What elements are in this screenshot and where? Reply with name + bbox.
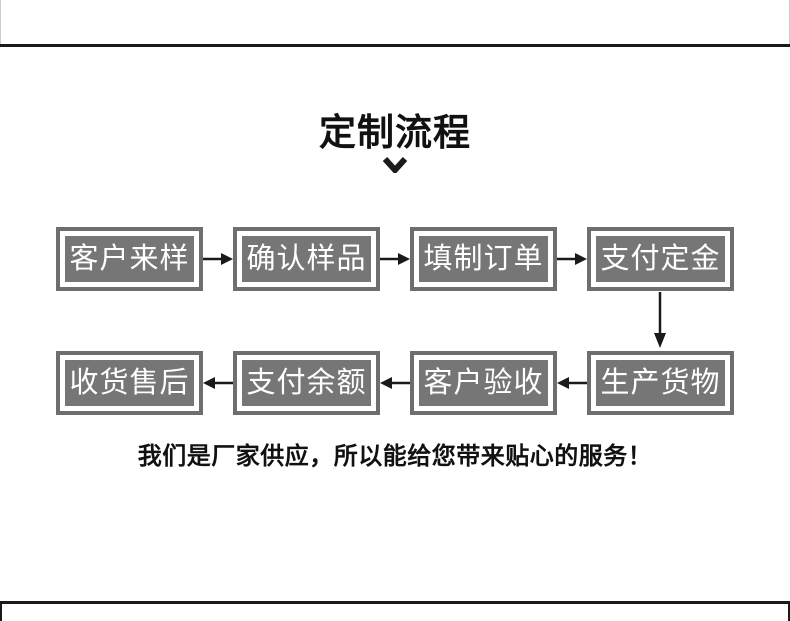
chevron-down-icon bbox=[0, 157, 790, 175]
arrow-right-icon bbox=[557, 253, 587, 265]
next-section-edge bbox=[0, 601, 790, 621]
process-step-box: 收货售后 bbox=[56, 351, 203, 415]
process-step-label: 收货售后 bbox=[65, 360, 194, 406]
process-step-box: 确认样品 bbox=[233, 227, 380, 291]
process-step-box: 客户来样 bbox=[56, 227, 203, 291]
flow-connector-row bbox=[56, 291, 734, 351]
process-step-box: 生产货物 bbox=[587, 351, 734, 415]
page-title: 定制流程 bbox=[319, 112, 471, 153]
process-step-box: 支付定金 bbox=[587, 227, 734, 291]
process-step-label: 填制订单 bbox=[419, 236, 548, 282]
process-step-label: 客户验收 bbox=[419, 360, 548, 406]
process-flow-diagram: 客户来样 确认样品 填制订单 支付定金 bbox=[56, 227, 734, 415]
previous-section-edge bbox=[0, 0, 790, 44]
flow-row-1: 客户来样 确认样品 填制订单 支付定金 bbox=[56, 227, 734, 291]
arrow-left-icon bbox=[203, 377, 233, 389]
process-step-label: 生产货物 bbox=[596, 360, 725, 406]
process-step-label: 支付余额 bbox=[242, 360, 371, 406]
process-step-label: 支付定金 bbox=[596, 236, 725, 282]
slogan-text: 我们是厂家供应，所以能给您带来贴心的服务！ bbox=[137, 443, 653, 470]
arrow-left-icon bbox=[557, 377, 587, 389]
process-step-label: 确认样品 bbox=[242, 236, 371, 282]
process-step-label: 客户来样 bbox=[65, 236, 194, 282]
process-step-box: 填制订单 bbox=[410, 227, 557, 291]
arrow-right-icon bbox=[380, 253, 410, 265]
process-step-box: 支付余额 bbox=[233, 351, 380, 415]
arrow-right-icon bbox=[203, 253, 233, 265]
arrow-left-icon bbox=[380, 377, 410, 389]
section-divider-top bbox=[0, 44, 790, 47]
arrow-down-icon bbox=[654, 292, 666, 348]
process-step-box: 客户验收 bbox=[410, 351, 557, 415]
flow-row-2: 收货售后 支付余额 客户验收 生产货物 bbox=[56, 351, 734, 415]
